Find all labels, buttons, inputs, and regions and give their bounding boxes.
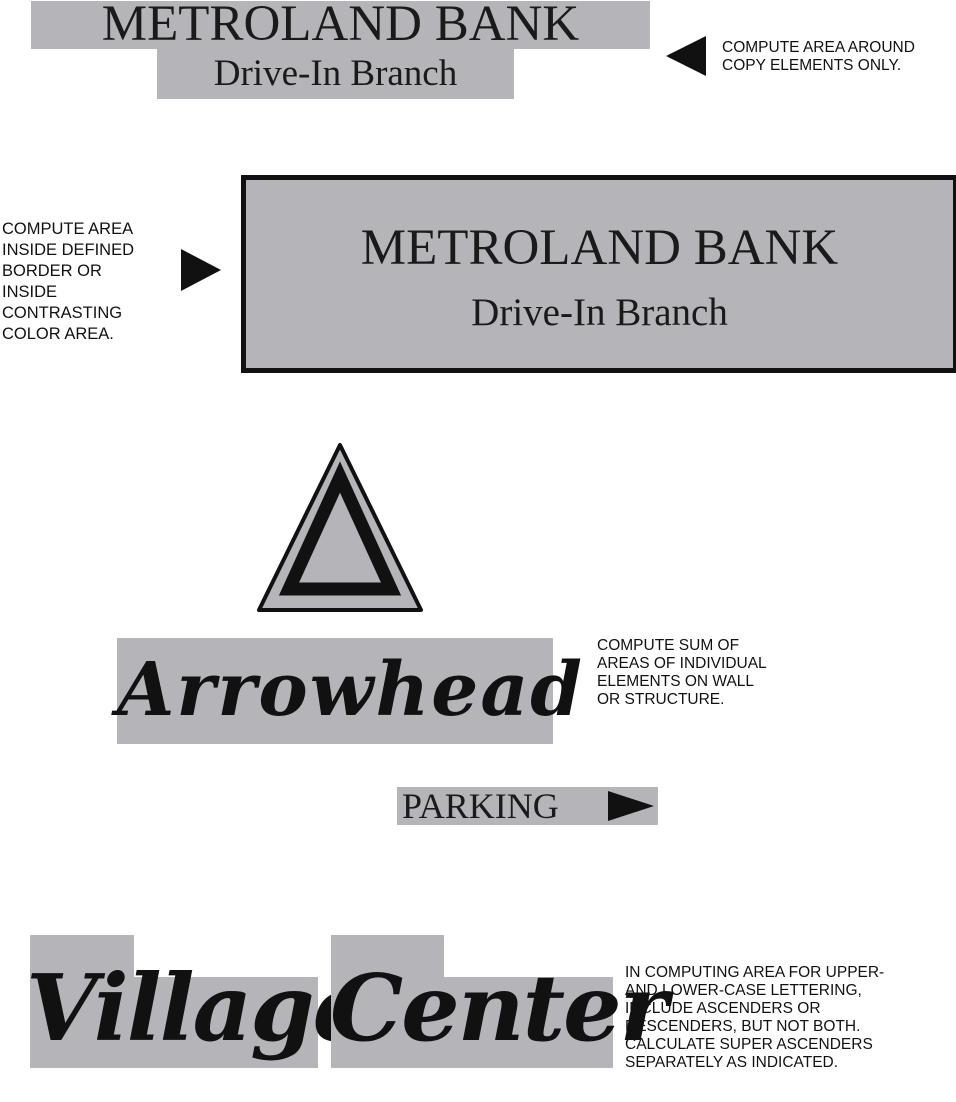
center-body-box	[331, 977, 613, 1068]
note-line: INSIDE DEFINED	[2, 241, 135, 259]
copy-area-title-box	[31, 1, 650, 49]
wordmark-area-box	[117, 638, 553, 744]
note-line: INSIDE	[2, 283, 58, 301]
sign-2-subtitle: Drive-In Branch	[471, 291, 728, 334]
note-line: OR STRUCTURE.	[597, 691, 725, 708]
note-line: COLOR AREA.	[2, 325, 114, 343]
center-ascender-box	[331, 935, 444, 977]
bordered-sign	[241, 175, 956, 373]
village-word: Village	[26, 954, 371, 1062]
note-line: COMPUTE AREA	[2, 220, 134, 238]
note-upper-lower-case: IN COMPUTING AREA FOR UPPER- AND LOWER-C…	[625, 964, 884, 1072]
note-line: COMPUTE AREA AROUND	[722, 39, 915, 56]
pointer-left-icon	[666, 36, 706, 76]
arrowhead-wordmark: Arrowhead	[117, 647, 585, 733]
note-line: CONTRASTING	[2, 304, 123, 322]
note-line: AND LOWER-CASE LETTERING,	[625, 982, 862, 999]
center-word: Center	[330, 954, 668, 1062]
parking-label: PARKING	[402, 786, 559, 826]
triangle-logo-icon	[257, 443, 423, 612]
note-line: INCLUDE ASCENDERS OR	[625, 1000, 821, 1017]
village-ascender-box	[30, 935, 134, 977]
note-defined-border: COMPUTE AREA INSIDE DEFINED BORDER OR IN…	[2, 219, 134, 345]
village-body-box	[30, 977, 318, 1068]
sign-1-title: METROLAND BANK	[101, 0, 580, 52]
note-line: BORDER OR	[2, 262, 102, 280]
note-line: ELEMENTS ON WALL	[597, 673, 755, 690]
note-line: AREAS OF INDIVIDUAL	[597, 655, 767, 672]
note-line: DESCENDERS, BUT NOT BOTH.	[625, 1018, 861, 1035]
note-copy-elements: COMPUTE AREA AROUND COPY ELEMENTS ONLY.	[722, 39, 915, 75]
note-line: CALCULATE SUPER ASCENDERS	[625, 1036, 873, 1053]
note-individual-elements: COMPUTE SUM OF AREAS OF INDIVIDUAL ELEME…	[597, 637, 767, 709]
note-line: COMPUTE SUM OF	[597, 637, 740, 654]
pointer-right-icon	[181, 249, 221, 291]
note-line: SEPARATELY AS INDICATED.	[625, 1054, 839, 1071]
arrow-right-icon	[608, 791, 654, 821]
sign-1-subtitle: Drive-In Branch	[213, 53, 458, 94]
sign-2-title: METROLAND BANK	[360, 220, 839, 276]
note-line: COPY ELEMENTS ONLY.	[722, 57, 902, 74]
note-line: IN COMPUTING AREA FOR UPPER-	[625, 964, 885, 981]
copy-area-subtitle-box	[157, 49, 514, 99]
